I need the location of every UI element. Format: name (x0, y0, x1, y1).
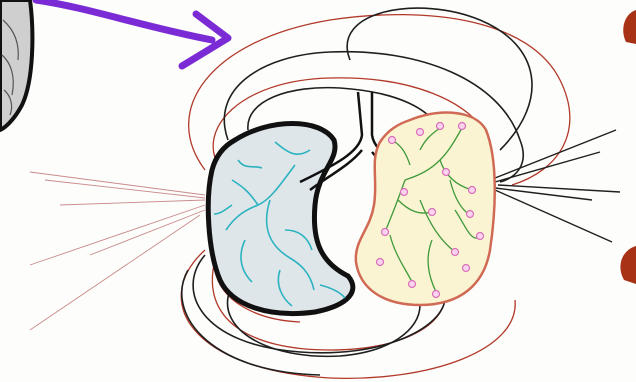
rays-right (495, 130, 620, 242)
purple-arrow-icon (36, 0, 228, 66)
brain-fragment-icon (0, 0, 32, 130)
edge-blob (623, 10, 636, 44)
rays-left (30, 172, 205, 330)
left-lung-icon (208, 124, 353, 314)
right-lung-icon (356, 113, 495, 305)
edge-blob (620, 246, 636, 284)
